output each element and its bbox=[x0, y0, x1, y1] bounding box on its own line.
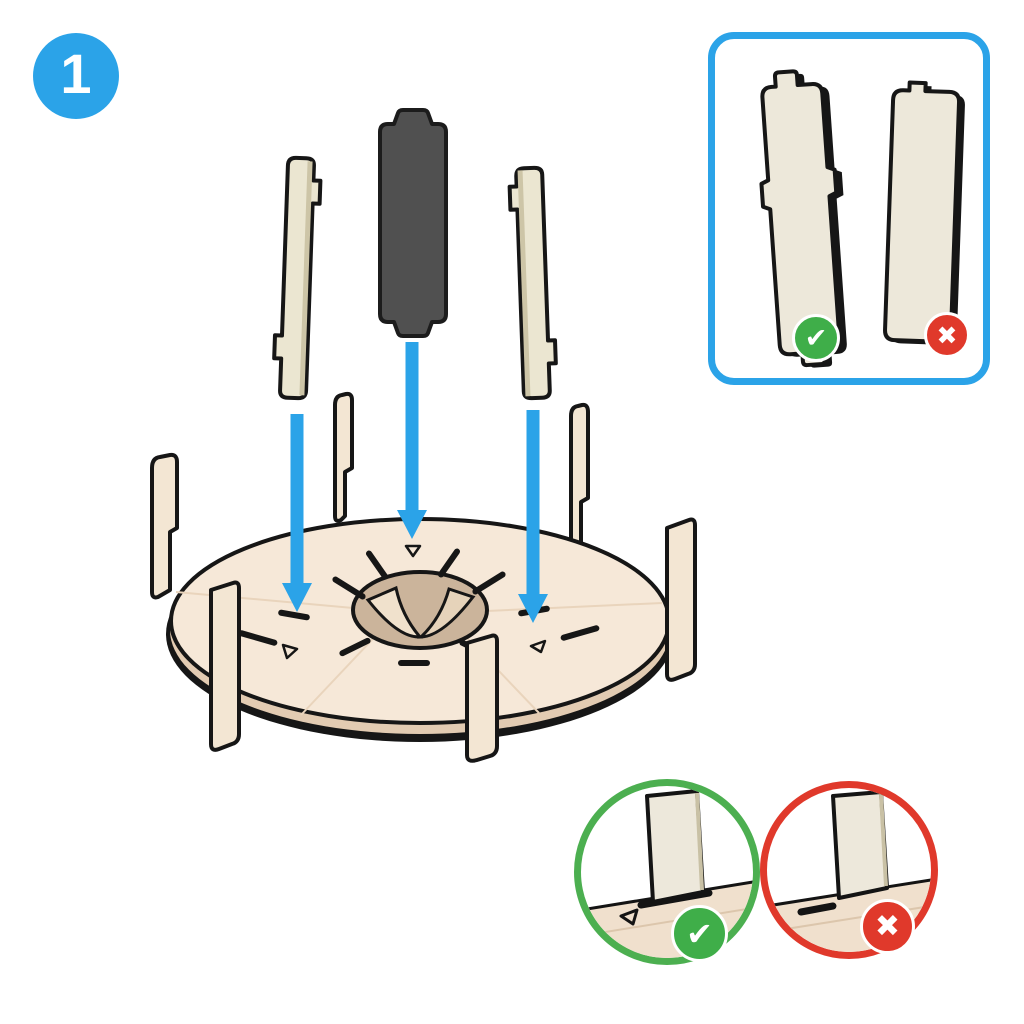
slot-mark bbox=[278, 609, 310, 621]
fin-panel bbox=[209, 580, 241, 752]
fin-panel bbox=[333, 391, 354, 523]
slot-mark bbox=[472, 571, 506, 595]
alignment-triangle-marks bbox=[281, 544, 547, 660]
base-fold-line bbox=[581, 907, 753, 937]
inserted-panel bbox=[645, 789, 705, 904]
panel-comparison-art bbox=[759, 69, 965, 368]
check-icon: ✔ bbox=[804, 322, 828, 354]
side-panel-right bbox=[507, 165, 558, 401]
slot-mark bbox=[398, 660, 430, 666]
alignment-triangle-mark bbox=[619, 908, 639, 926]
correct-panel bbox=[759, 69, 847, 368]
check-icon: ✔ bbox=[686, 914, 713, 953]
panel-edge-shading bbox=[879, 793, 888, 887]
insert-arrows bbox=[282, 342, 548, 623]
fin-panel bbox=[665, 517, 697, 682]
alignment-triangle-mark bbox=[529, 639, 547, 654]
fin-panel bbox=[465, 633, 499, 763]
front-fins bbox=[209, 517, 697, 763]
incorrect-panel bbox=[883, 80, 965, 345]
panel-edge-shading bbox=[517, 170, 531, 397]
alignment-triangle-mark bbox=[404, 544, 422, 558]
panel-edge-shading bbox=[695, 792, 704, 891]
incorrect-panel-badge: ✖ bbox=[924, 312, 970, 358]
exposed-slot-line bbox=[797, 902, 837, 916]
loose-panels bbox=[272, 108, 558, 401]
slot-mark bbox=[339, 637, 371, 657]
correct-insertion-detail bbox=[574, 779, 760, 965]
center-panel-dark bbox=[378, 108, 448, 338]
slot-mark bbox=[332, 576, 366, 600]
alignment-triangle-mark bbox=[281, 643, 299, 660]
step-number: 1 bbox=[60, 42, 92, 105]
panel-edge-shading bbox=[299, 161, 313, 396]
correct-insertion-badge: ✔ bbox=[671, 905, 728, 962]
side-panel-left bbox=[272, 155, 323, 401]
cross-icon: ✖ bbox=[874, 909, 901, 944]
correct-panel-badge: ✔ bbox=[792, 314, 840, 362]
insert-arrow-down bbox=[397, 342, 427, 539]
insert-arrow-down bbox=[282, 414, 312, 612]
inner-fin-curve bbox=[417, 587, 476, 639]
incorrect-insertion-badge: ✖ bbox=[860, 899, 915, 954]
slot-mark bbox=[437, 548, 461, 578]
insert-arrow-down bbox=[518, 410, 548, 623]
fin-panel bbox=[150, 452, 179, 600]
inserted-panel bbox=[831, 790, 889, 900]
panel-comparison-callout bbox=[708, 32, 990, 385]
slot-mark bbox=[365, 550, 389, 580]
step-number-badge: 1 bbox=[33, 33, 119, 119]
cross-icon: ✖ bbox=[936, 320, 958, 350]
slot-mark bbox=[560, 625, 600, 641]
slot-mark bbox=[238, 630, 278, 646]
